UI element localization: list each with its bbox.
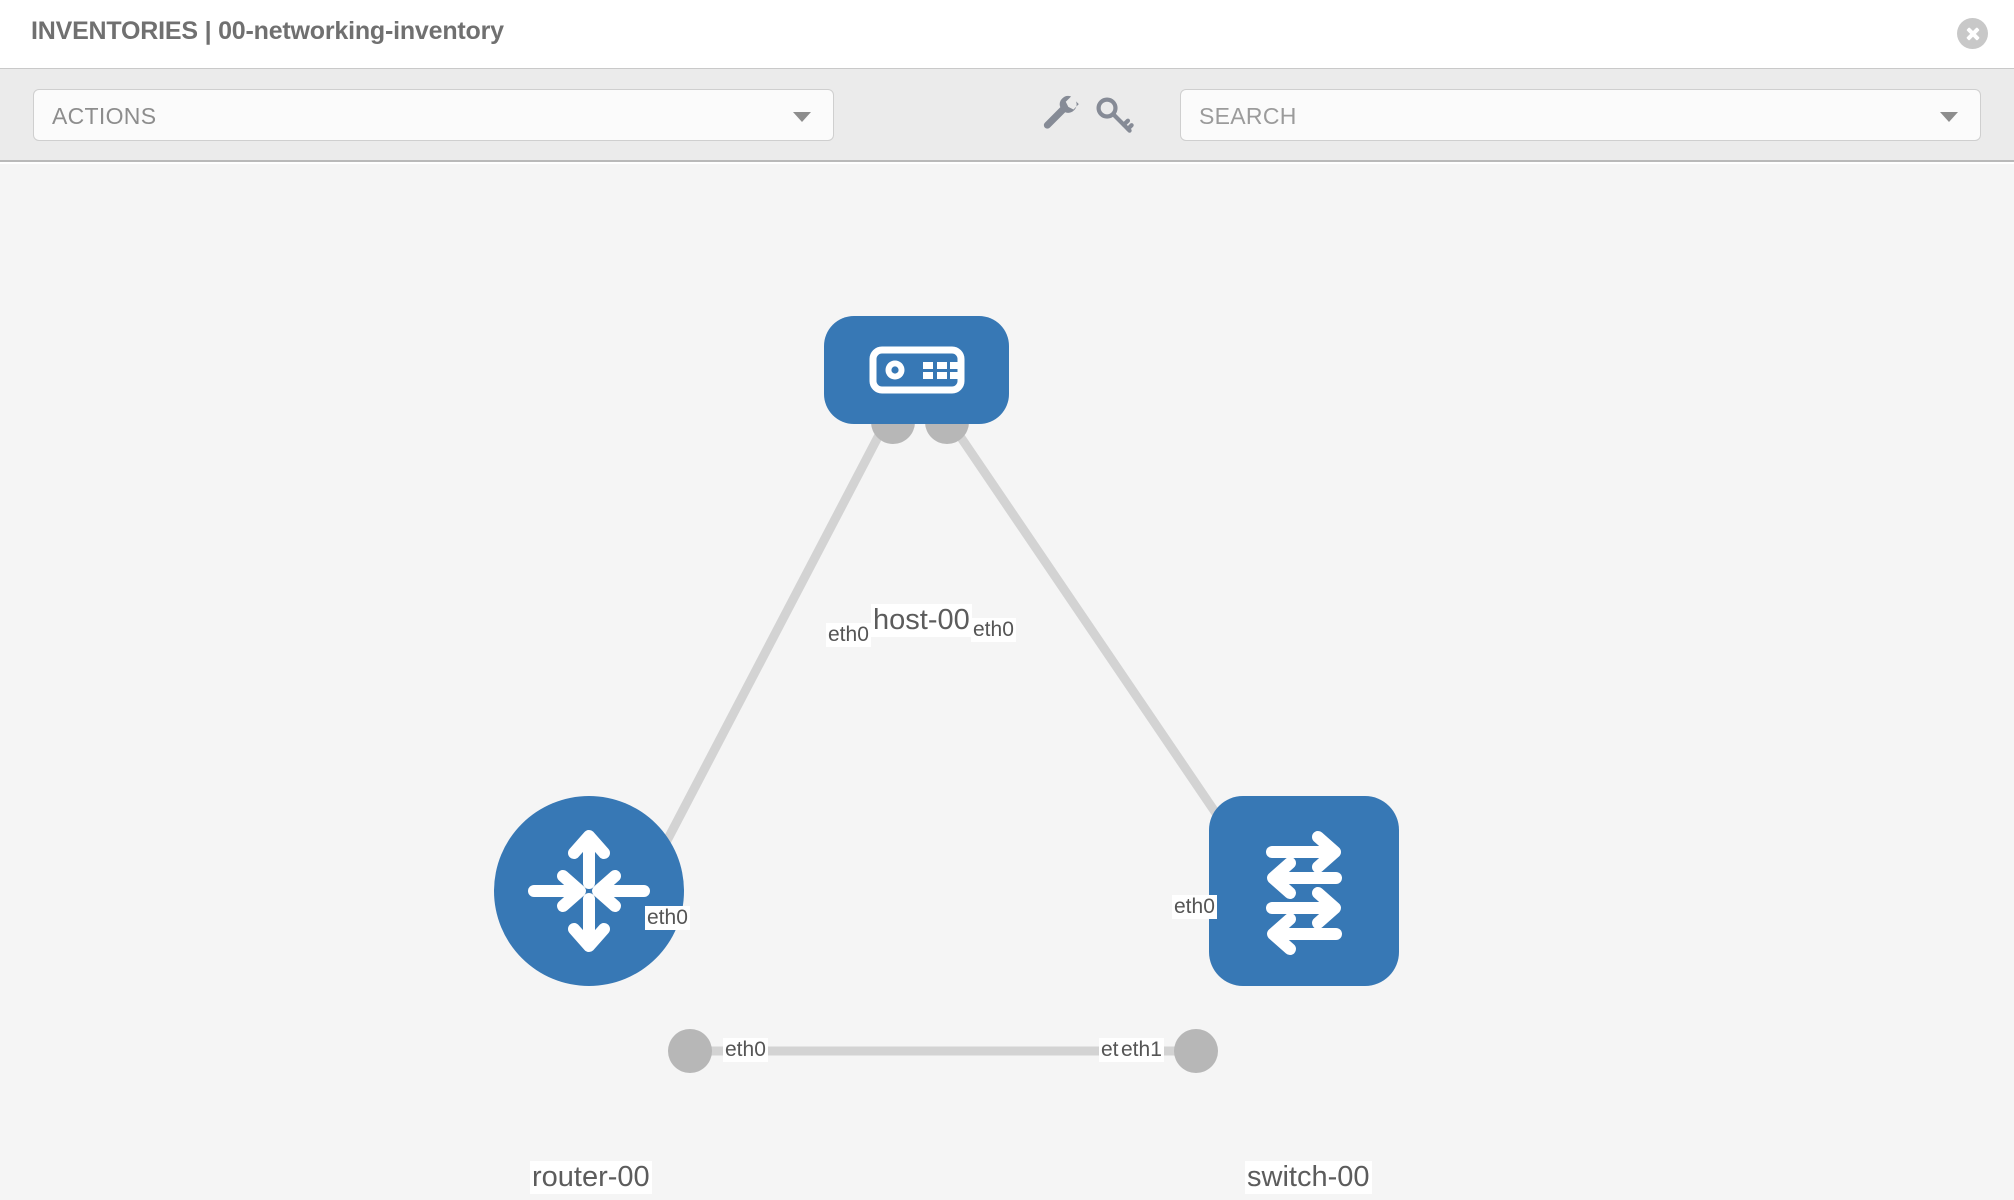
- node-router-00[interactable]: [494, 796, 684, 986]
- link-host00-switch00[interactable]: [941, 411, 1234, 837]
- node-switch-00[interactable]: [1209, 796, 1399, 986]
- chevron-down-icon[interactable]: [1940, 112, 1958, 122]
- toolbar: ACTIONS SEARCH: [0, 68, 2014, 162]
- close-icon[interactable]: [1957, 18, 1988, 49]
- node-label-host-00: host-00: [871, 604, 972, 638]
- search-input[interactable]: SEARCH: [1180, 89, 1981, 141]
- actions-dropdown[interactable]: ACTIONS: [33, 89, 834, 141]
- link-host00-router00[interactable]: [656, 411, 894, 857]
- chevron-down-icon: [793, 112, 811, 122]
- topology-canvas[interactable]: eth0 eth0 eth0 eth0 eth0 eth0 eth1 host-…: [0, 164, 2014, 1200]
- iface-label-host00-left: eth0: [826, 623, 871, 648]
- node-label-switch-00: switch-00: [1245, 1161, 1372, 1195]
- topology-graph: [494, 316, 1399, 1073]
- iface-label-host00-right: eth0: [971, 618, 1016, 643]
- iface-label-switch00-up: eth0: [1172, 895, 1217, 920]
- search-placeholder: SEARCH: [1199, 103, 1297, 129]
- connector-switch00-left[interactable]: [1174, 1029, 1218, 1073]
- actions-dropdown-label: ACTIONS: [52, 103, 157, 129]
- page-header: INVENTORIES | 00-networking-inventory: [0, 0, 2014, 68]
- connector-router00-right[interactable]: [668, 1029, 712, 1073]
- iface-label-router00-up: eth0: [645, 906, 690, 931]
- iface-label-switch00-eth1: eth1: [1119, 1038, 1164, 1063]
- iface-label-router00-right: eth0: [723, 1038, 768, 1063]
- node-label-router-00: router-00: [530, 1161, 652, 1195]
- key-icon[interactable]: [1092, 93, 1136, 137]
- wrench-icon[interactable]: [1039, 93, 1083, 137]
- topology-links: [656, 411, 1234, 1056]
- node-host-00[interactable]: [824, 316, 1009, 424]
- page-title: INVENTORIES | 00-networking-inventory: [31, 17, 504, 45]
